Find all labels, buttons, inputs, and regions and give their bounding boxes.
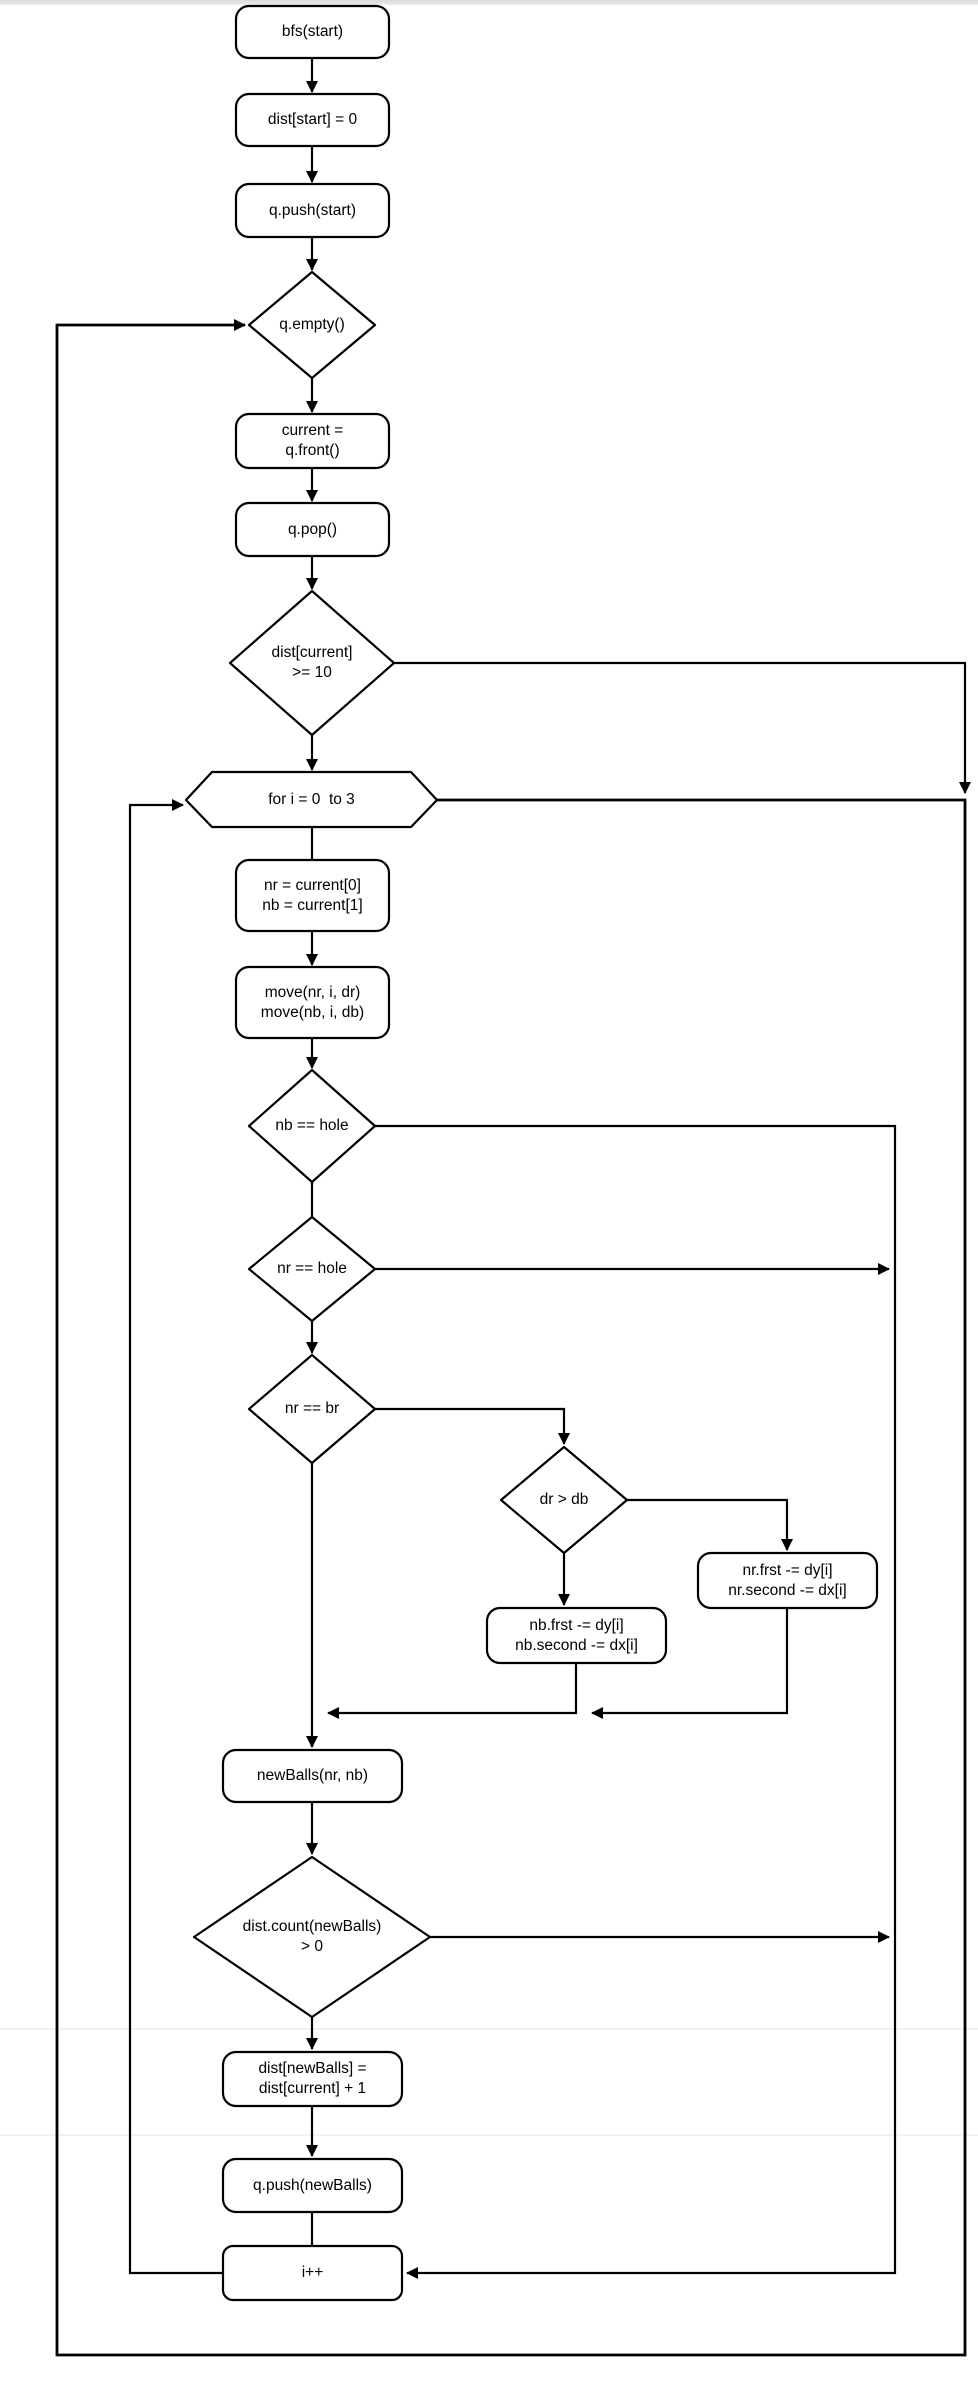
- edge-for-exit-to-qempty: [55, 319, 967, 2357]
- node-qpush-start-shape: [234, 182, 391, 239]
- edge-dist-check-true-merge: [394, 661, 971, 794]
- node-newballs-shape: [221, 1748, 404, 1804]
- node-current-front-shape: [234, 412, 391, 470]
- viewer-top-shadow: [0, 0, 978, 5]
- edge-i-inc-to-for-loop: [128, 799, 223, 2275]
- node-nb-adjust-shape: [485, 1606, 668, 1665]
- node-move-shape: [234, 965, 391, 1040]
- node-dr-db-shape: [499, 1445, 629, 1555]
- node-nr-nb-assign-shape: [234, 858, 391, 933]
- node-dist-start-shape: [234, 92, 391, 148]
- node-dist-update-shape: [221, 2050, 404, 2108]
- node-qempty-shape: [247, 270, 377, 380]
- node-qpush-new-shape: [221, 2157, 404, 2214]
- edge-nr-br-to-dr-db: [375, 1407, 570, 1445]
- edge-nr-adjust-merge: [591, 1608, 789, 1719]
- node-nb-hole-shape: [247, 1068, 377, 1184]
- node-bfs-shape: [234, 4, 391, 60]
- edge-dr-db-to-nr-adjust: [627, 1498, 793, 1551]
- node-for-loop-shape: [184, 770, 439, 829]
- node-nr-hole-shape: [247, 1215, 377, 1323]
- node-qpop-shape: [234, 501, 391, 558]
- edge-nb-hole-true-to-i-inc: [375, 1124, 897, 2279]
- node-i-inc-shape: [221, 2244, 404, 2302]
- node-dist-count-shape: [192, 1855, 432, 2019]
- node-dist-check-shape: [228, 589, 396, 737]
- edge-nb-adjust-merge: [327, 1663, 578, 1719]
- node-nr-br-shape: [247, 1353, 377, 1465]
- node-nr-adjust-shape: [696, 1551, 879, 1610]
